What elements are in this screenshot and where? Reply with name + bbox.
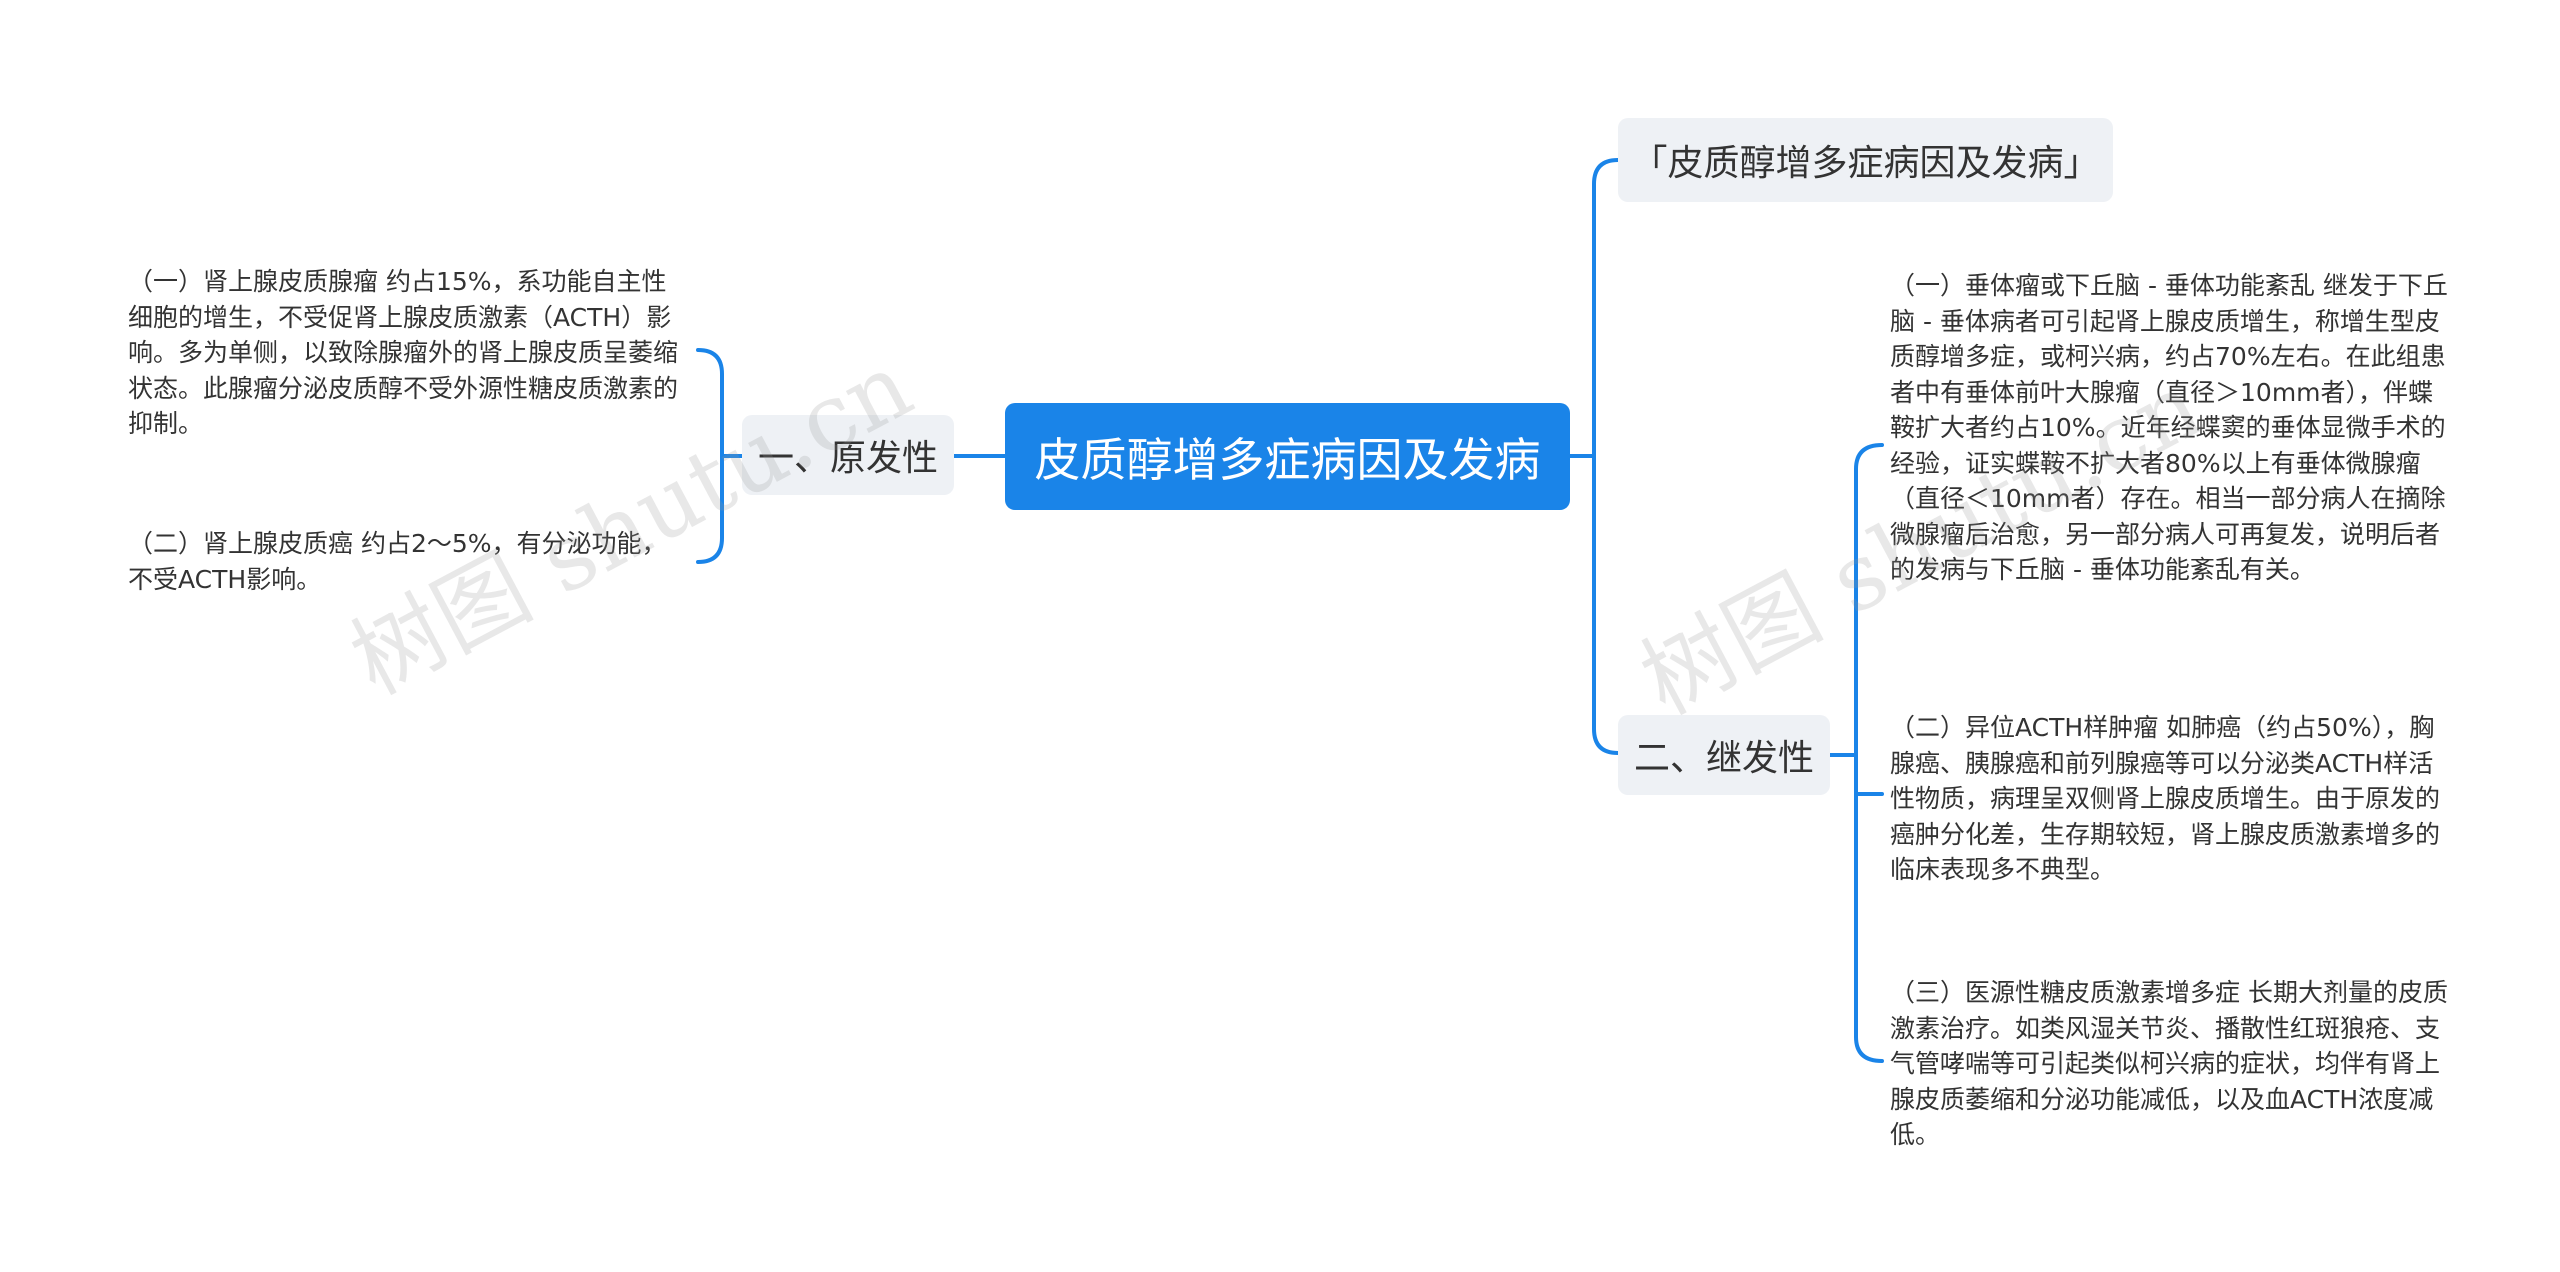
leaf-adrenal-carcinoma[interactable]: （二）肾上腺皮质癌 约占2～5%，有分泌功能，不受ACTH影响。 (128, 529, 667, 594)
topic-secondary-label: 二、继发性 (1633, 738, 1814, 779)
leaf-iatrogenic-glucocorticoid[interactable]: （三）医源性糖皮质激素增多症 长期大剂量的皮质激素治疗。如类风湿关节炎、播散性红… (1890, 978, 2448, 1149)
central-topic[interactable]: 皮质醇增多症病因及发病 (1005, 403, 1570, 510)
leaf-adrenal-adenoma[interactable]: （一）肾上腺皮质腺瘤 约占15%，系功能自主性细胞的增生，不受促肾上腺皮质激素（… (128, 267, 679, 438)
leaf-pituitary-tumor[interactable]: （一）垂体瘤或下丘脑 - 垂体功能紊乱 继发于下丘脑 - 垂体病者可引起肾上腺皮… (1890, 271, 2448, 584)
bracket-right-leaves (1854, 443, 1884, 1063)
topic-title-label: 「皮质醇增多症病因及发病」 (1631, 143, 2100, 184)
topic-secondary[interactable]: 二、继发性 (1618, 715, 1830, 795)
bracket-right-main (1592, 158, 1620, 755)
central-topic-label: 皮质醇增多症病因及发病 (1034, 432, 1541, 487)
topic-primary-label: 一、原发性 (757, 438, 938, 479)
leaf-ectopic-acth-tumor[interactable]: （二）异位ACTH样肿瘤 如肺癌（约占50%），胸腺癌、胰腺癌和前列腺癌等可以分… (1890, 713, 2441, 884)
bracket-left (696, 348, 724, 564)
topic-primary[interactable]: 一、原发性 (742, 415, 954, 495)
topic-title-card[interactable]: 「皮质醇增多症病因及发病」 (1618, 118, 2113, 202)
